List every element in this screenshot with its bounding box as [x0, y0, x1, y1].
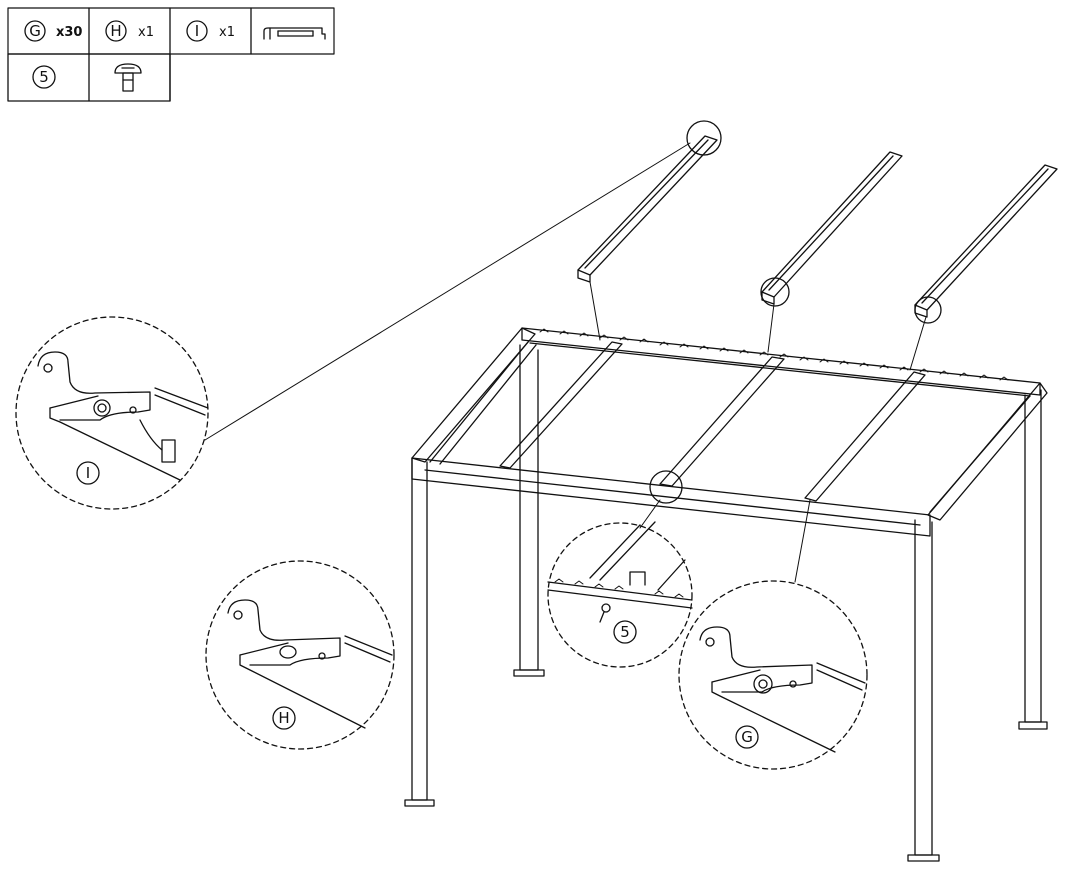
leader-lines: [204, 142, 927, 583]
louver-rail-3: [914, 164, 1058, 318]
part-i-symbol: I: [195, 22, 199, 40]
part-5-symbol: 5: [39, 68, 49, 86]
part-i-qty: x1: [219, 25, 235, 40]
part-h-cell: H x1: [105, 20, 154, 42]
screw-icon: [114, 63, 142, 92]
part-5-cell: 5: [32, 65, 56, 89]
channel-bracket-icon: [263, 27, 326, 40]
back-beam: [521, 327, 1041, 397]
part-h-symbol: H: [110, 22, 121, 40]
detail-h-label: H: [278, 709, 289, 727]
right-side-beam: [927, 382, 1048, 521]
part-g-qty: x30: [56, 25, 82, 40]
inner-louvers: [499, 341, 926, 502]
parts-table: G x30 H x1 I x1 5: [7, 7, 335, 102]
louver-rails: [577, 135, 1058, 318]
part-g-symbol: G: [29, 22, 41, 40]
highlight-circles: [649, 120, 942, 504]
detail-g-label: G: [741, 728, 753, 746]
part-h-qty: x1: [138, 25, 154, 40]
left-side-beam: [411, 327, 537, 465]
detail-5-label: 5: [620, 623, 630, 641]
part-i-cell: I x1: [186, 20, 235, 42]
louver-rail-1: [577, 135, 718, 283]
detail-i-label: I: [86, 464, 90, 482]
posts: [404, 344, 1048, 862]
detail-callout-5: 5: [547, 521, 693, 668]
part-g-cell: G x30: [24, 20, 82, 42]
front-beam: [411, 457, 931, 537]
detail-callout-i: I: [15, 316, 209, 510]
detail-callout-g: G: [678, 580, 868, 770]
detail-callout-h: H: [205, 560, 395, 750]
pergola-frame: [404, 327, 1048, 862]
